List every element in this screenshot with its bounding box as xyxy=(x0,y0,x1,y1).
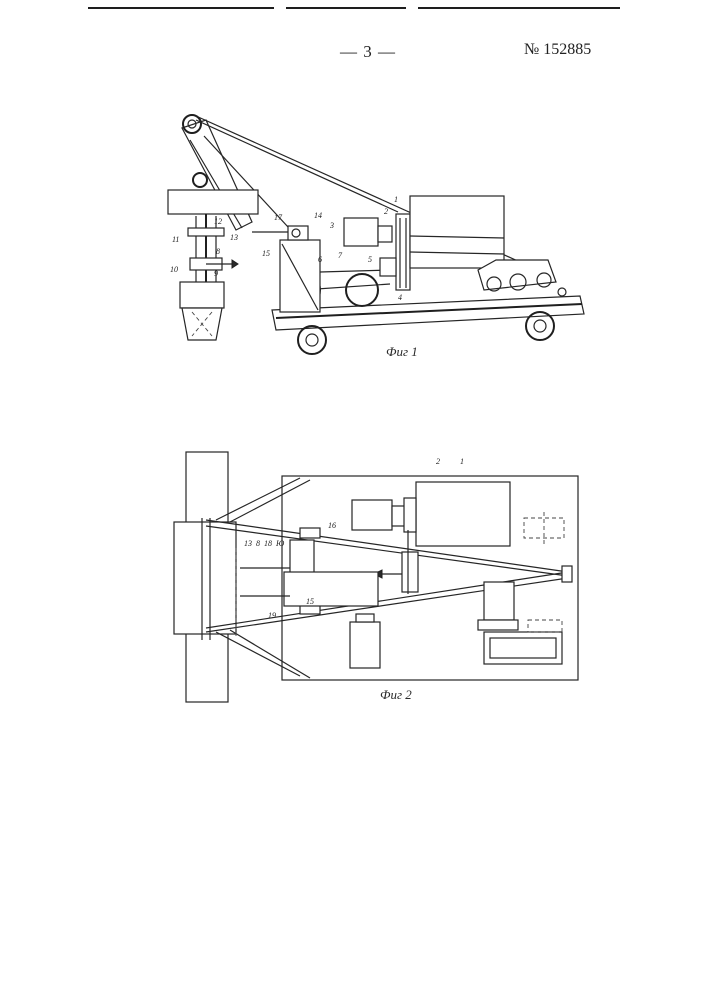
fig1-label-7: 7 xyxy=(338,251,343,260)
fig1-label-2: 2 xyxy=(384,207,388,216)
fig2-label-19: 19 xyxy=(268,611,276,620)
fig1-label-5: 5 xyxy=(368,255,372,264)
belt-drive-2 xyxy=(396,214,410,290)
fig2-label-10: Ю xyxy=(275,539,285,548)
fig1-label-10: 10 xyxy=(170,265,178,274)
fig2-label-16: 16 xyxy=(328,521,336,530)
motor-3 xyxy=(344,218,378,246)
gear-train xyxy=(478,260,566,296)
fig2-label-18: 18 xyxy=(264,539,272,548)
fig1-label-9: 9 xyxy=(214,269,218,278)
figure-1-caption: Фиг 1 xyxy=(386,344,418,360)
fig1-label-13: 13 xyxy=(230,233,238,242)
fig1-label-4: 4 xyxy=(398,293,402,302)
fig1-label-8: 8 xyxy=(216,247,220,256)
figure-2-caption: Фиг 2 xyxy=(380,687,412,703)
drill-bit-housing xyxy=(180,282,224,308)
fig1-label-3: 3 xyxy=(329,221,334,230)
fig1-label-6: 6 xyxy=(318,255,322,264)
fig1-label-17: 17 xyxy=(274,213,283,222)
lower-pulley-icon xyxy=(193,173,207,187)
fig2-label-15: 15 xyxy=(306,597,314,606)
fig1-label-15: 15 xyxy=(262,249,270,258)
fig2-label-1: 1 xyxy=(460,457,464,466)
fig2-label-13: 13 xyxy=(244,539,252,548)
fig1-label-14: 14 xyxy=(314,211,322,220)
plan-housing-1 xyxy=(416,482,510,546)
crossbeam xyxy=(168,190,258,214)
fig1-label-1: 1 xyxy=(394,195,398,204)
figure-2-drawing xyxy=(174,452,578,702)
engine-housing-1 xyxy=(410,196,504,268)
fig2-label-2: 2 xyxy=(436,457,440,466)
fig2-label-8: 8 xyxy=(256,539,260,548)
fig1-label-11: 11 xyxy=(172,235,179,244)
front-wheel-icon xyxy=(298,326,326,354)
fig1-label-12: 12 xyxy=(214,217,222,226)
unit-14 xyxy=(288,226,308,240)
